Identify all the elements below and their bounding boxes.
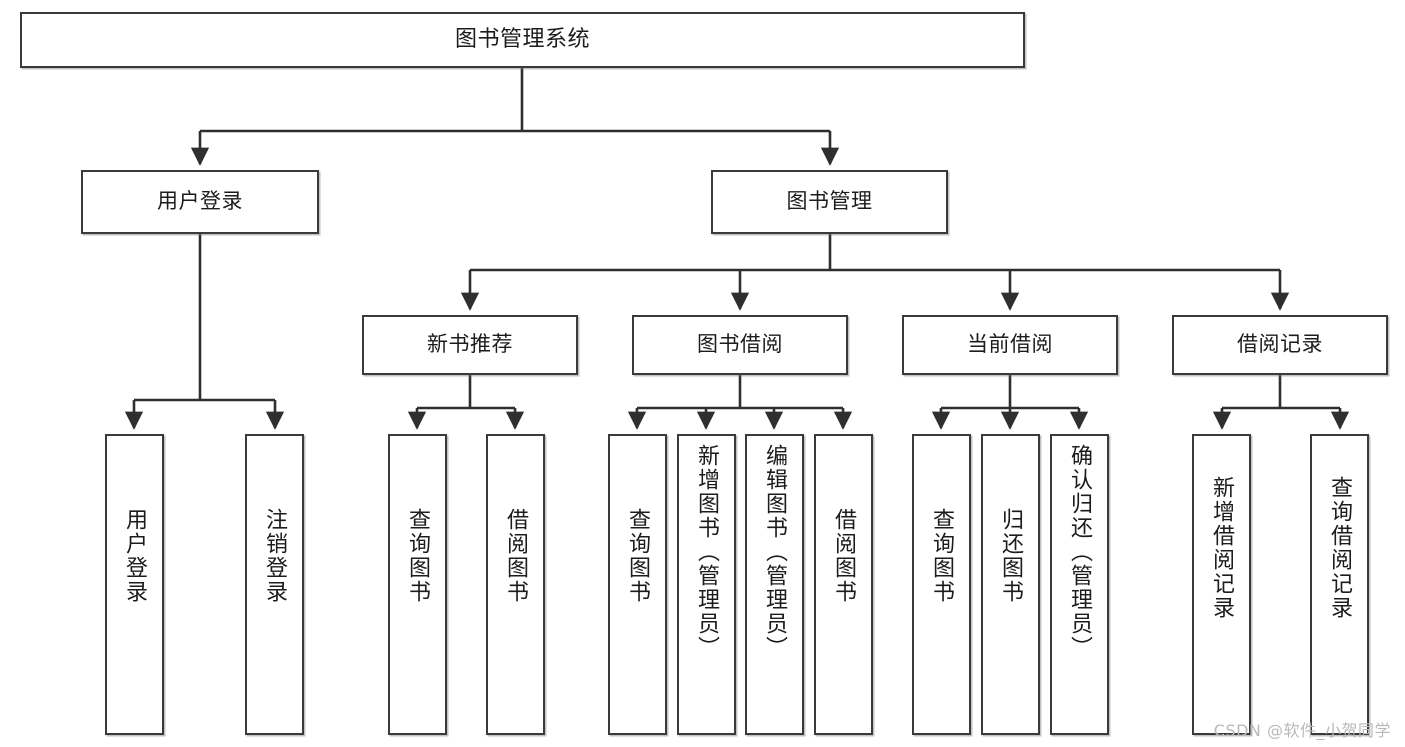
node-label: 借阅图书 [503, 508, 529, 604]
node-borrow-records[interactable]: 借阅记录 [1172, 315, 1388, 375]
leaf-logout[interactable]: 注销登录 [245, 434, 304, 735]
node-label: 新增图书（管理员） [694, 444, 720, 660]
node-label: 借阅图书 [831, 508, 857, 604]
leaf-query-borrow-record[interactable]: 查询借阅记录 [1310, 434, 1369, 735]
leaf-query-book-borrow[interactable]: 查询图书 [608, 434, 667, 735]
node-label: 借阅记录 [1237, 332, 1323, 357]
node-book-management[interactable]: 图书管理 [711, 170, 948, 234]
node-label: 新增借阅记录 [1209, 476, 1235, 620]
node-label: 查询图书 [625, 508, 651, 604]
leaf-query-book-current[interactable]: 查询图书 [912, 434, 971, 735]
node-root-book-management-system[interactable]: 图书管理系统 [20, 12, 1025, 68]
node-label: 查询图书 [929, 508, 955, 604]
node-label: 编辑图书（管理员） [762, 444, 788, 660]
node-label: 图书管理 [786, 189, 873, 214]
node-label: 图书管理系统 [454, 26, 590, 52]
leaf-user-login[interactable]: 用户登录 [105, 434, 164, 735]
leaf-edit-book-admin[interactable]: 编辑图书（管理员） [745, 434, 804, 735]
leaf-borrow-book[interactable]: 借阅图书 [814, 434, 873, 735]
node-label: 图书借阅 [697, 332, 783, 357]
node-label: 新书推荐 [427, 332, 513, 357]
node-label: 查询借阅记录 [1327, 476, 1353, 620]
leaf-borrow-book-new[interactable]: 借阅图书 [486, 434, 545, 735]
leaf-confirm-return-admin[interactable]: 确认归还（管理员） [1050, 434, 1109, 735]
leaf-add-borrow-record[interactable]: 新增借阅记录 [1192, 434, 1251, 735]
node-new-book-recommend[interactable]: 新书推荐 [362, 315, 578, 375]
node-label: 注销登录 [262, 508, 288, 604]
leaf-return-book[interactable]: 归还图书 [981, 434, 1040, 735]
node-user-login[interactable]: 用户登录 [81, 170, 319, 234]
node-label: 用户登录 [122, 508, 148, 604]
node-current-borrow[interactable]: 当前借阅 [902, 315, 1118, 375]
leaf-query-book-new[interactable]: 查询图书 [388, 434, 447, 735]
node-label: 确认归还（管理员） [1067, 444, 1093, 660]
leaf-add-book-admin[interactable]: 新增图书（管理员） [677, 434, 736, 735]
node-label: 用户登录 [157, 189, 243, 214]
node-label: 归还图书 [998, 508, 1024, 604]
node-label: 当前借阅 [967, 332, 1053, 357]
node-label: 查询图书 [405, 508, 431, 604]
node-book-borrow[interactable]: 图书借阅 [632, 315, 848, 375]
